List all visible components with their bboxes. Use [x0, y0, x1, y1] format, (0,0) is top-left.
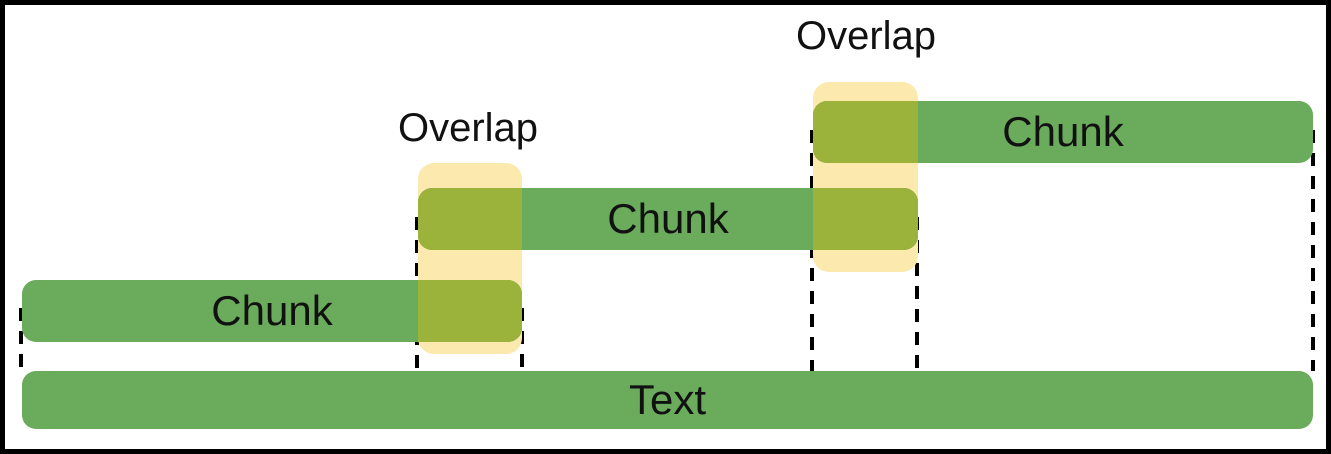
text-bar: Text — [22, 371, 1313, 429]
chunk-bar-1: Chunk — [22, 280, 522, 342]
chunk1-label: Chunk — [211, 287, 333, 334]
chunk-bar-3: Chunk — [813, 101, 1313, 163]
boundary-dash-chunk1-right — [520, 308, 524, 371]
chunk3-overlap-segment-left — [813, 101, 918, 163]
chunk2-overlap-segment-right — [813, 188, 918, 250]
chunk1-overlap-segment-right — [418, 280, 522, 342]
chunk-bar-2: Chunk — [418, 188, 918, 250]
text-bar-label: Text — [628, 376, 707, 423]
boundary-dash-chunk1-left — [19, 308, 23, 371]
chunk3-label: Chunk — [1002, 108, 1124, 155]
overlap-label-2: Overlap — [795, 14, 937, 58]
overlap-label-1: Overlap — [397, 106, 539, 150]
chunk2-label: Chunk — [607, 195, 729, 242]
boundary-dash-chunk2-right — [915, 217, 919, 371]
boundary-dash-chunk3-right — [1311, 130, 1315, 371]
chunk2-overlap-segment-left — [418, 188, 522, 250]
boundary-dash-chunk3-left — [810, 130, 814, 371]
